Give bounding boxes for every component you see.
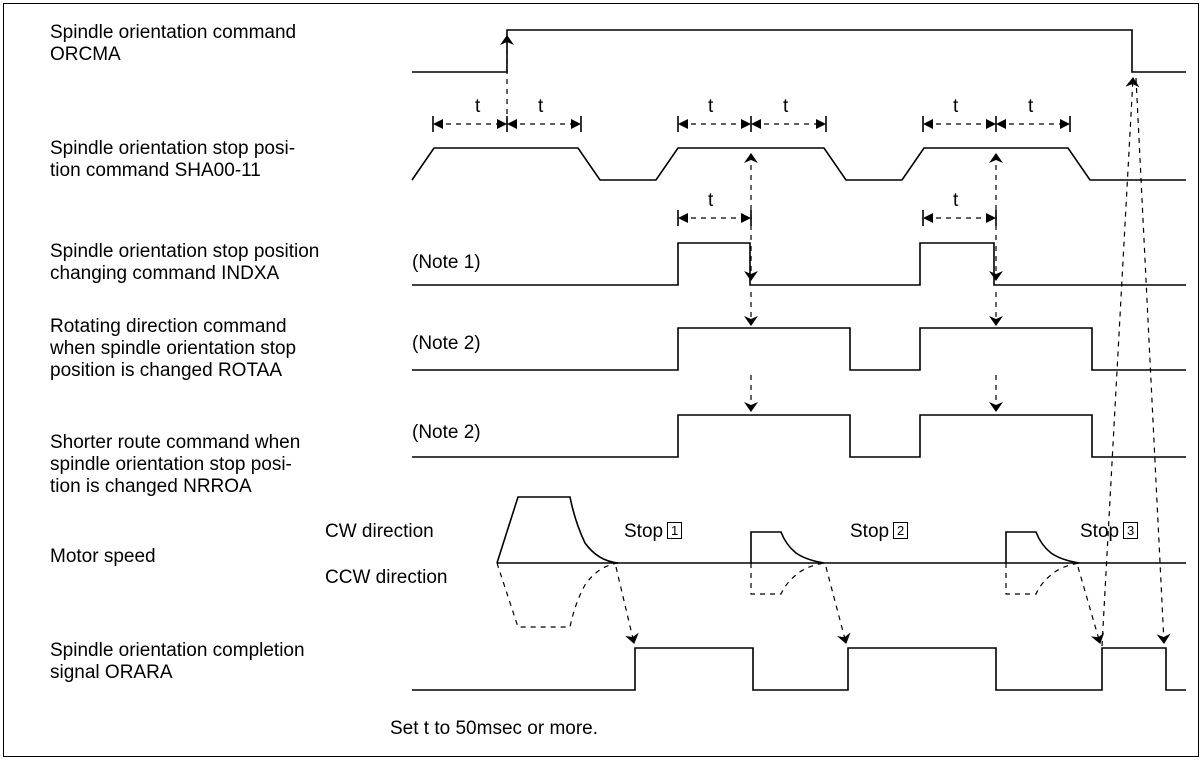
ccw-direction-label: CCW direction — [325, 567, 448, 588]
stop-1-number: 1 — [667, 522, 683, 539]
label-indxa-line2: changing command INDXA — [50, 263, 280, 284]
label-nrroa-line1: Shorter route command when — [50, 432, 301, 453]
waveform-orcma — [412, 29, 1186, 73]
diagram-frame — [3, 3, 1199, 757]
label-nrroa-line3: tion is changed NRROA — [50, 476, 252, 497]
stop-2-text: Stop — [850, 521, 890, 542]
label-orcma-line2: ORCMA — [50, 44, 121, 65]
t-label: t — [953, 96, 959, 117]
label-motor-speed: Motor speed — [50, 546, 156, 568]
timing-arrowheads — [433, 119, 1070, 223]
label-sha: Spindle orientation stop posi- tion comm… — [50, 138, 295, 182]
waveform-indxa — [412, 242, 1186, 286]
stop-3-text: Stop — [1080, 521, 1120, 542]
label-orara: Spindle orientation completion signal OR… — [50, 640, 305, 684]
label-indxa-line1: Spindle orientation stop position — [50, 241, 320, 262]
t-label: t — [538, 96, 544, 117]
t-label: t — [708, 190, 714, 211]
label-nrroa-line2: spindle orientation stop posi- — [50, 454, 292, 475]
label-rotaa-line3: position is changed ROTAA — [50, 360, 282, 381]
motor-speed-ccw-1 — [496, 562, 619, 628]
label-nrroa: Shorter route command when spindle orien… — [50, 432, 300, 498]
label-sha-line2: tion command SHA00-11 — [50, 160, 261, 181]
label-indxa: Spindle orientation stop position changi… — [50, 241, 319, 285]
stop-1-text: Stop — [624, 521, 664, 542]
label-rotaa-line1: Rotating direction command — [50, 316, 287, 337]
label-orara-line1: Spindle orientation completion — [50, 640, 305, 661]
motor-speed-ccw-3 — [1005, 562, 1080, 595]
label-orcma-line1: Spindle orientation command — [50, 22, 297, 43]
note-2-rotaa: (Note 2) — [412, 333, 481, 354]
label-orcma: Spindle orientation command ORCMA — [50, 22, 296, 66]
footnote: Set t to 50msec or more. — [390, 718, 599, 739]
label-rotaa: Rotating direction command when spindle … — [50, 316, 296, 382]
note-1: (Note 1) — [412, 252, 481, 273]
label-orara-line2: signal ORARA — [50, 662, 173, 683]
cw-direction-label: CW direction — [325, 521, 434, 542]
motor-speed-cw-3 — [1005, 531, 1080, 564]
label-motor-line1: Motor speed — [50, 546, 156, 567]
motor-speed-ccw-2 — [750, 562, 825, 595]
label-rotaa-line2: when spindle orientation stop — [50, 338, 297, 359]
waveform-nrroa — [412, 414, 1186, 458]
dependency-arrows — [500, 35, 1171, 647]
note-2-nrroa: (Note 2) — [412, 422, 481, 443]
t-label: t — [708, 96, 714, 117]
waveform-sha — [411, 147, 1186, 181]
t-label: t — [1028, 96, 1034, 117]
t-label: t — [953, 190, 959, 211]
t-label: t — [783, 96, 789, 117]
motor-speed-cw-1 — [496, 496, 619, 564]
t-label: t — [475, 96, 481, 117]
waveform-rotaa — [412, 327, 1186, 371]
label-sha-line1: Spindle orientation stop posi- — [50, 138, 296, 159]
stop-3-number: 3 — [1123, 522, 1139, 539]
stop-2-number: 2 — [893, 522, 909, 539]
motor-speed-cw-2 — [750, 531, 825, 564]
waveform-orara — [412, 647, 1186, 691]
